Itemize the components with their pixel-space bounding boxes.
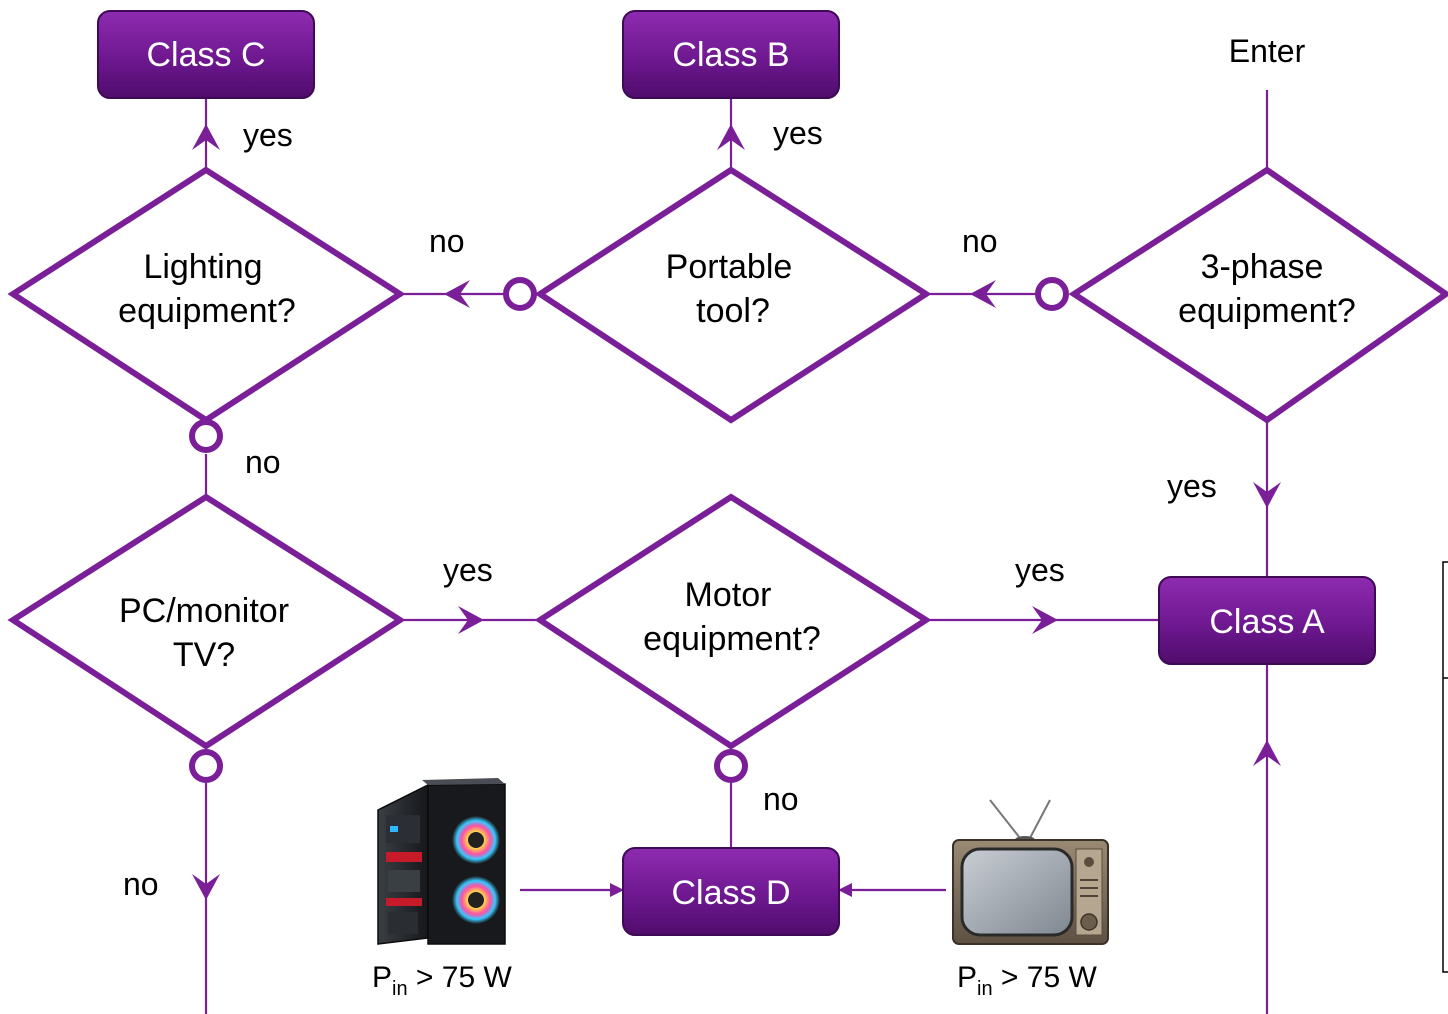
chevron-left-icon-portable-no (444, 280, 470, 308)
chevron-up-icon-class-a-bottom (1253, 740, 1281, 766)
no-circle-motor (714, 749, 748, 783)
desktop-pc-image (377, 778, 506, 945)
class-c-label: Class C (146, 36, 265, 74)
three-phase-yes-label: yes (1167, 468, 1217, 504)
decision-three-phase (1068, 166, 1448, 424)
class-c-box: Class C (97, 10, 315, 99)
pc-no-label: no (123, 866, 159, 902)
class-b-label: Class B (672, 36, 789, 74)
tv-power-sub: in (977, 978, 993, 1000)
portable-yes-label: yes (773, 115, 823, 151)
class-d-box: Class D (622, 847, 840, 936)
arrowhead-tv-to-d (838, 883, 852, 897)
lighting-no-label: no (245, 444, 281, 480)
chevron-left-icon-three-phase-no (970, 280, 996, 308)
class-a-label: Class A (1209, 603, 1325, 641)
decisions (7, 166, 1448, 750)
chevron-down-icon-three-phase-yes (1253, 482, 1281, 508)
tv-power-label: Pin > 75 W (957, 961, 1097, 1000)
pc-power-main: P (372, 961, 392, 994)
decision-portable (534, 166, 932, 424)
class-b-box: Class B (622, 10, 840, 99)
class-a-box: Class A (1158, 576, 1376, 665)
no-circle-pc (189, 749, 223, 783)
motor-no-label: no (763, 781, 799, 817)
television-image (952, 799, 1109, 945)
decision-motor (534, 493, 932, 750)
chevron-down-icon-pc-no (192, 874, 220, 900)
pc-power-sub: in (392, 978, 408, 1000)
clipped-table-edge (1442, 561, 1448, 973)
chevron-right-icon-pc-yes (458, 606, 484, 634)
portable-line-1: Portable (666, 248, 793, 286)
no-circle-lighting (189, 419, 223, 453)
class-d-label: Class D (671, 874, 790, 912)
three-phase-no-label: no (962, 223, 998, 259)
pc-yes-label: yes (443, 552, 493, 588)
pc-power-label: Pin > 75 W (372, 961, 512, 1000)
chevron-up-icon-lighting-yes (192, 124, 220, 150)
tv-power-rest: > 75 W (993, 961, 1098, 994)
no-exit-circles (189, 277, 1069, 783)
portable-line-2: tool? (696, 292, 770, 330)
arrowhead-pc-to-d (610, 883, 624, 897)
motor-line-2: equipment? (643, 620, 821, 658)
motor-yes-label: yes (1015, 552, 1065, 588)
chevrons (192, 124, 1281, 900)
lighting-yes-label: yes (243, 117, 293, 153)
connectors (204, 90, 1269, 1014)
pc-power-rest: > 75 W (408, 961, 513, 994)
tv-power-main: P (957, 961, 977, 994)
no-circle-three-phase (1035, 277, 1069, 311)
decision-pc-tv (7, 493, 406, 750)
three-phase-line-2: equipment? (1178, 292, 1356, 330)
pc-tv-line-2: TV? (173, 636, 235, 674)
lighting-line-2: equipment? (118, 292, 296, 330)
no-circle-portable (503, 277, 537, 311)
enter-label: Enter (1229, 33, 1306, 69)
lighting-line-1: Lighting (143, 248, 262, 286)
three-phase-line-1: 3-phase (1201, 248, 1324, 286)
chevron-right-icon-motor-yes (1032, 606, 1058, 634)
motor-line-1: Motor (685, 576, 772, 614)
chevron-up-icon-portable-yes (717, 124, 745, 150)
portable-no-label: no (429, 223, 465, 259)
pc-tv-line-1: PC/monitor (119, 592, 289, 630)
